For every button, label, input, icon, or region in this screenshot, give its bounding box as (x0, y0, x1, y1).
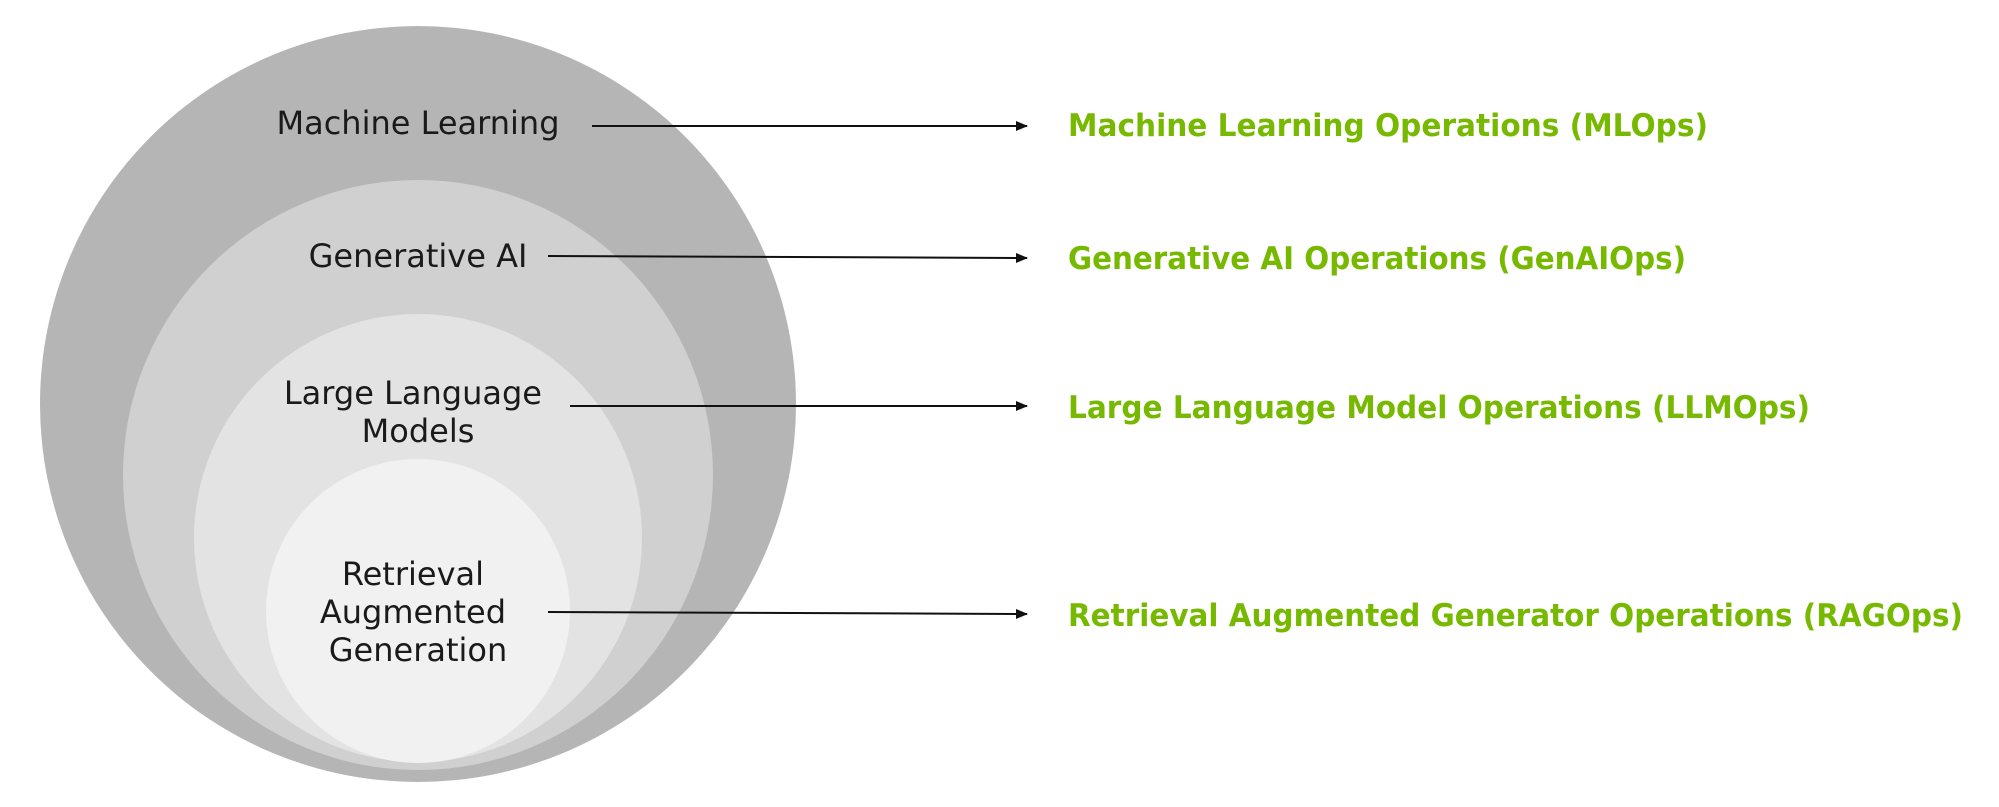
label-generative-ai: Generative AI (309, 237, 528, 275)
ops-label-genaiops: Generative AI Operations (GenAIOps) (1068, 241, 1686, 277)
label-line: Retrieval (342, 555, 484, 593)
label-line: Machine Learning (276, 104, 559, 142)
label-line: Large Language (284, 374, 542, 412)
label-line: Generative AI (309, 237, 528, 275)
label-large-language-models: Large Language Models (284, 374, 552, 450)
label-line: Generation (329, 631, 508, 669)
arrow-retrieval-augmented-generation (547, 608, 1028, 619)
label-machine-learning: Machine Learning (276, 104, 559, 142)
label-line: Augmented (320, 593, 506, 631)
label-retrieval-augmented-generation: Retrieval Augmented Generation (320, 555, 516, 669)
circle-retrieval-augmented-generation (266, 459, 570, 763)
ops-label-mlops: Machine Learning Operations (MLOps) (1068, 108, 1708, 144)
label-line: Models (362, 412, 475, 450)
arrow-generative-ai (547, 252, 1028, 263)
ops-label-ragops: Retrieval Augmented Generator Operations… (1068, 598, 1963, 634)
ops-label-llmops: Large Language Model Operations (LLMOps) (1068, 390, 1810, 426)
